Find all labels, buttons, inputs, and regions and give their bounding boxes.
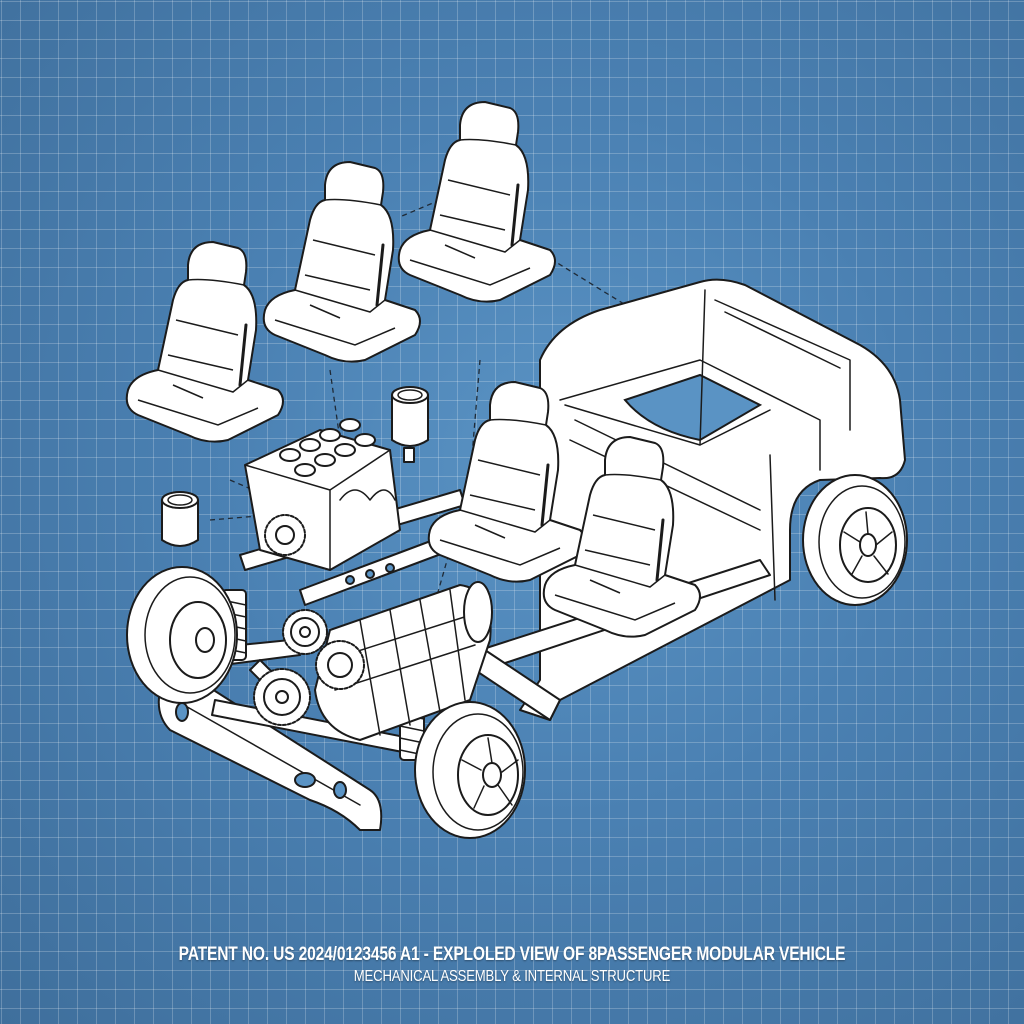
gear-middle (315, 640, 365, 690)
seat-3 (397, 100, 557, 304)
gear-lower (253, 668, 311, 726)
wheel-front-right (414, 701, 526, 839)
patent-subtitle: MECHANICAL ASSEMBLY & INTERNAL STRUCTURE (353, 968, 671, 985)
transmission (253, 581, 493, 741)
wheel-rear-right (802, 474, 908, 606)
piston-1 (391, 386, 429, 463)
piston-2 (161, 491, 199, 547)
patent-title: PATENT NO. US 2024/0123456 A1 - EXPLOLED… (178, 944, 846, 965)
wheel-front-left (126, 566, 238, 704)
engine (244, 418, 401, 571)
seat-1 (125, 240, 285, 444)
gear-upper (282, 609, 328, 655)
seat-2 (262, 160, 422, 364)
cylinder-heads (279, 418, 376, 477)
